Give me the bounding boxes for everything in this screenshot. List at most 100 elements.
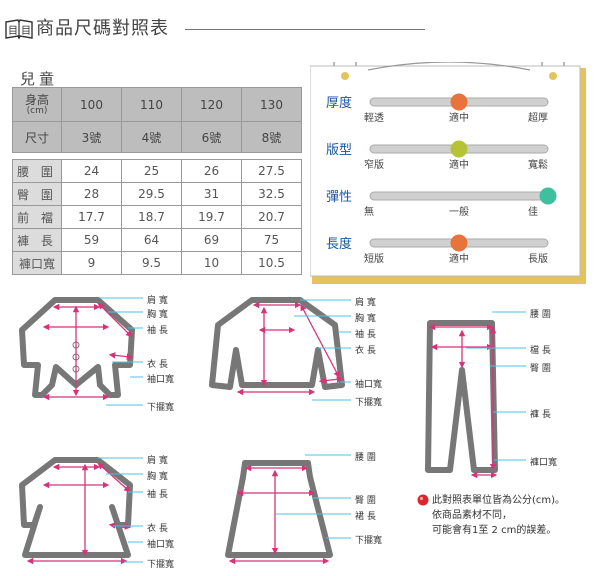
measurement-label: 袖 長 — [147, 326, 168, 336]
attribute-mid-label: 適中 — [449, 254, 469, 265]
table-cell: 10 — [181, 251, 242, 275]
attribute-max-label: 長版 — [528, 254, 548, 265]
measurement-label: 肩 寬 — [147, 456, 168, 466]
measurement-label: 腰 圍 — [530, 310, 551, 320]
svg-text:目: 目 — [21, 26, 31, 37]
disclaimer-note: 此對照表單位皆為公分(cm)。 依商品素材不同， 可能會有1至 2 cm的誤差。 — [432, 493, 565, 538]
attribute-track — [369, 191, 549, 201]
attribute-min-label: 輕透 — [364, 113, 384, 124]
size-label: 尺寸 — [12, 121, 62, 153]
table-cell: 19.7 — [181, 205, 242, 229]
attribute-label: 長度 — [326, 237, 353, 252]
clip-pin-right — [549, 72, 557, 80]
attribute-mid-label: 一般 — [449, 207, 469, 218]
table-cell: 24 — [61, 159, 122, 183]
table-cell: 69 — [181, 228, 242, 252]
measurement-label: 袖 長 — [355, 330, 376, 340]
measurement-label: 臀 圍 — [530, 364, 551, 374]
table-cell: 64 — [121, 228, 182, 252]
measurement-label: 裙 長 — [355, 512, 376, 522]
measurement-label: 肩 寬 — [355, 298, 376, 308]
measurement-label: 肩 寬 — [147, 296, 168, 306]
attribute-min-label: 短版 — [364, 254, 384, 265]
skirt-outline — [225, 460, 333, 558]
table-cell: 17.7 — [61, 205, 122, 229]
table-cell: 25 — [121, 159, 182, 183]
height-label-cell: 身高 (cm) — [12, 87, 62, 122]
height-cell: 110 — [121, 87, 182, 122]
book-icon: 目 目 — [5, 19, 33, 40]
measurement-label: 下擺寬 — [147, 560, 175, 570]
row-label: 褲 長 — [12, 228, 62, 252]
attribute-max-label: 佳 — [528, 207, 538, 218]
clip-pin-left — [341, 72, 349, 80]
attribute-indicator — [450, 140, 468, 158]
table-row-height: 身高 (cm) 100 110 120 130 — [12, 87, 302, 122]
size-cell: 4號 — [121, 121, 182, 153]
measurement-label: 褲 長 — [530, 410, 551, 420]
height-label: 身高 — [24, 93, 49, 107]
measurement-label: 胸 寬 — [355, 314, 376, 324]
measurement-label: 胸 寬 — [147, 472, 168, 482]
row-label: 臀 圍 — [12, 182, 62, 206]
svg-text:目: 目 — [8, 26, 18, 37]
height-cell: 100 — [61, 87, 122, 122]
table-cell: 20.7 — [241, 205, 302, 229]
measurement-label: 衣 長 — [147, 524, 168, 534]
measurement-label: 衣 長 — [147, 360, 168, 370]
table-cell: 26 — [181, 159, 242, 183]
table-cell: 10.5 — [241, 251, 302, 275]
measurement-label: 檔 長 — [530, 346, 551, 356]
alert-dot-icon — [417, 494, 429, 506]
table-row: 褲 長 59 64 69 75 — [12, 228, 302, 252]
measurement-label: 袖口寬 — [147, 540, 175, 550]
table-cell: 27.5 — [241, 159, 302, 183]
leader-lines — [98, 297, 526, 563]
note-line: 此對照表單位皆為公分(cm)。 — [432, 495, 566, 506]
size-cell: 6號 — [181, 121, 242, 153]
table-cell: 29.5 — [121, 182, 182, 206]
table-row: 前 襠 17.7 18.7 19.7 20.7 — [12, 205, 302, 229]
measurement-label: 腰 圍 — [355, 453, 376, 463]
attribute-max-label: 寬鬆 — [528, 160, 548, 171]
attribute-min-label: 無 — [364, 207, 374, 218]
page-title: 商品尺碼對照表 — [36, 18, 169, 39]
attribute-max-label: 超厚 — [528, 113, 548, 124]
measurement-label: 胸 寬 — [147, 310, 168, 320]
measurement-label: 臀 圍 — [355, 496, 376, 506]
attribute-mid-label: 適中 — [449, 160, 469, 171]
attribute-label: 厚度 — [326, 96, 353, 111]
table-cell: 28 — [61, 182, 122, 206]
size-cell: 3號 — [61, 121, 122, 153]
height-unit: (cm) — [26, 106, 48, 116]
attribute-indicator — [450, 93, 468, 111]
attribute-label: 彈性 — [326, 190, 353, 205]
measurement-label: 衣 長 — [355, 346, 376, 356]
size-table: 身高 (cm) 100 110 120 130 尺寸 3號 4號 6號 8號 腰… — [12, 87, 302, 275]
height-cell: 120 — [181, 87, 242, 122]
table-cell: 9 — [61, 251, 122, 275]
attribute-mid-label: 適中 — [449, 113, 469, 124]
measurement-label: 袖 長 — [147, 490, 168, 500]
row-label: 腰 圍 — [12, 159, 62, 183]
attribute-min-label: 窄版 — [364, 160, 384, 171]
note-line: 依商品素材不同， — [432, 510, 512, 521]
table-row: 臀 圍 28 29.5 31 32.5 — [12, 182, 302, 206]
table-cell: 9.5 — [121, 251, 182, 275]
header-divider — [185, 29, 425, 30]
attribute-indicator — [539, 187, 557, 205]
measurement-label: 褲口寬 — [530, 458, 558, 468]
section-title: 兒童 — [20, 70, 59, 88]
row-label: 前 襠 — [12, 205, 62, 229]
measurement-label: 下擺寬 — [355, 398, 383, 408]
attribute-indicator — [450, 234, 468, 252]
height-cell: 130 — [241, 87, 302, 122]
measurement-label: 下擺寬 — [147, 403, 175, 413]
measurement-label: 袖口寬 — [147, 375, 175, 385]
table-cell: 75 — [241, 228, 302, 252]
size-cell: 8號 — [241, 121, 302, 153]
attribute-label: 版型 — [326, 143, 353, 158]
note-line: 可能會有1至 2 cm的誤差。 — [432, 525, 557, 536]
table-row: 褲口寬 9 9.5 10 10.5 — [12, 251, 302, 275]
row-label: 褲口寬 — [12, 251, 62, 275]
